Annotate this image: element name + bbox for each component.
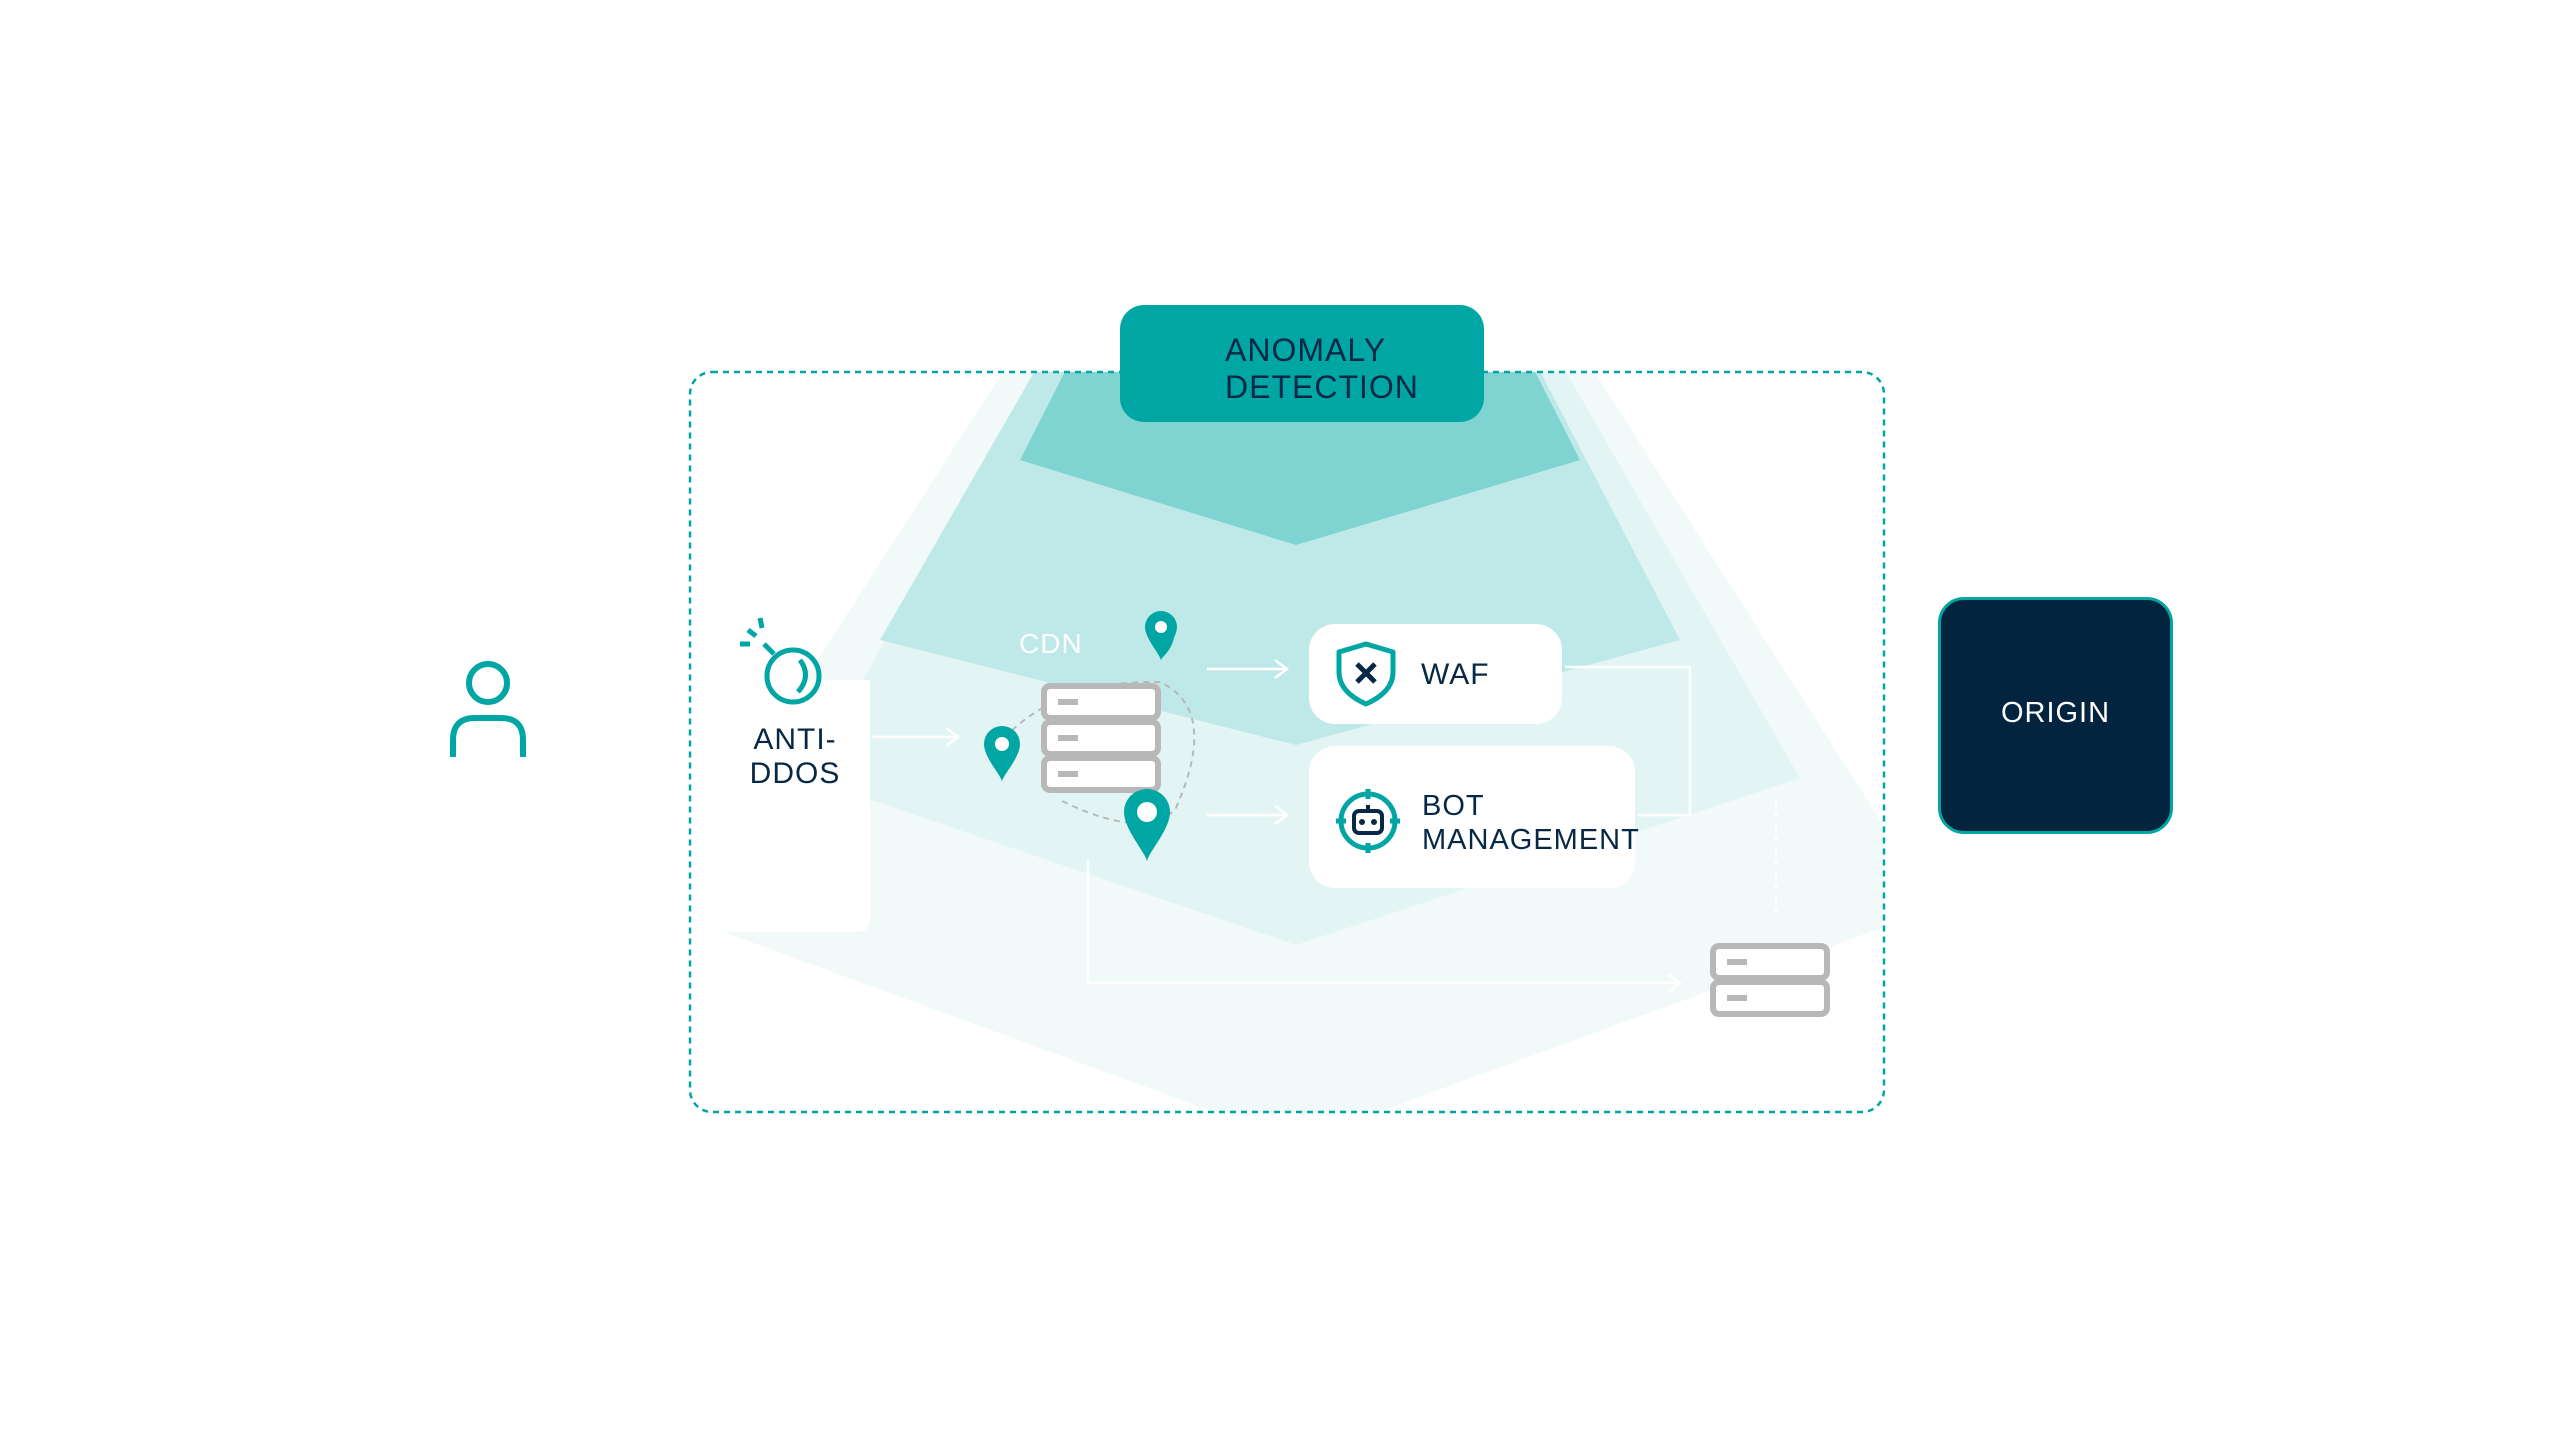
band-2 <box>880 372 1680 745</box>
anomaly-label-line1: ANOMALY <box>1225 332 1387 368</box>
waf-label: WAF <box>1421 658 1490 691</box>
arrow-antiddos-head <box>945 727 961 747</box>
connectors <box>872 659 1778 993</box>
bomb-icon <box>740 617 822 705</box>
origin-label: ORIGIN <box>2000 697 2111 729</box>
bot-label-line1: BOT <box>1422 790 1485 822</box>
bot-label-line2: MANAGEMENT <box>1422 824 1640 856</box>
edge-server-icon <box>1710 943 1830 1017</box>
origin-box <box>1938 597 2173 834</box>
cdn-label: CDN <box>1019 628 1083 659</box>
map-pin-icon-left <box>984 726 1020 782</box>
arrow-cdn-to-bot-head <box>1274 805 1290 825</box>
map-pin-icon-top <box>1145 611 1177 661</box>
user-icon <box>450 661 526 757</box>
line-bottom-to-server-head <box>1667 973 1683 993</box>
line-bottom-to-server <box>1086 860 1680 985</box>
anti-ddos-label: ANTI- DDOS <box>740 723 850 791</box>
cdn-orbit <box>1003 680 1196 824</box>
bot-management-label: BOT MANAGEMENT <box>1422 789 1640 857</box>
anomaly-detection-label: ANOMALY DETECTION <box>1225 332 1419 406</box>
anomaly-label-line2: DETECTION <box>1225 369 1419 405</box>
shield-icon <box>1336 641 1396 707</box>
waf-card <box>1309 624 1562 724</box>
antiddos-label-line2: DDOS <box>749 757 841 790</box>
arrow-cdn-to-waf-head <box>1274 659 1290 679</box>
map-pin-icon-bottom <box>1124 789 1170 862</box>
antiddos-label-line1: ANTI- <box>753 723 837 756</box>
band-inner <box>1020 372 1580 545</box>
robot-icon <box>1336 789 1400 853</box>
line-waf-to-right <box>1565 665 1692 817</box>
cdn-server-icon <box>1041 683 1161 793</box>
bot-management-card <box>1309 746 1635 888</box>
anomaly-detection-badge <box>1120 305 1484 422</box>
band-notch <box>690 680 870 932</box>
